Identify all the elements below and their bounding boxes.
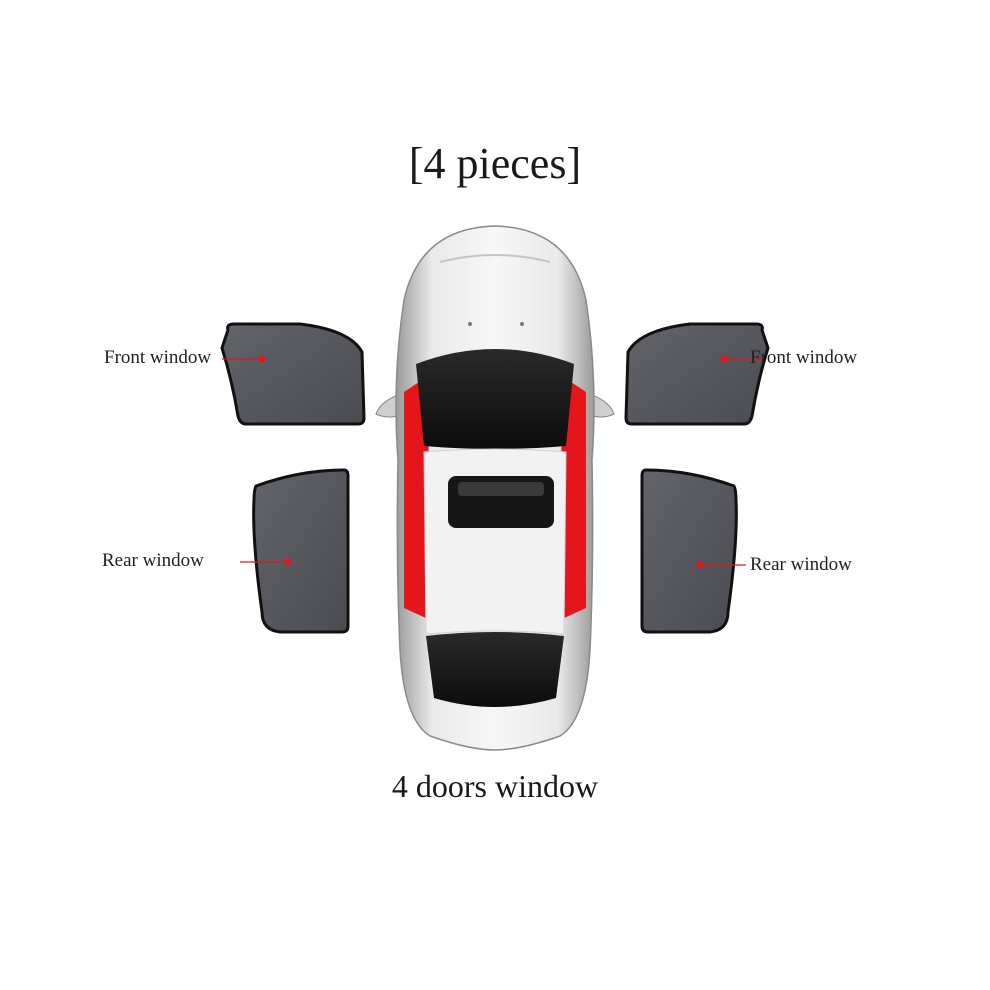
front-right-shade	[624, 322, 770, 426]
rear-left-label: Rear window	[102, 550, 204, 571]
front-left-label: Front window	[104, 347, 212, 368]
rear-left-shade	[252, 468, 350, 634]
title: [4 pieces]	[408, 139, 582, 188]
car-top-view	[375, 225, 615, 751]
rear-right-shade	[640, 468, 738, 634]
front-left-shade	[220, 322, 366, 426]
subtitle: 4 doors window	[391, 768, 599, 804]
rear-right-label: Rear window	[750, 554, 852, 575]
front-right-label: Front window	[750, 347, 858, 368]
